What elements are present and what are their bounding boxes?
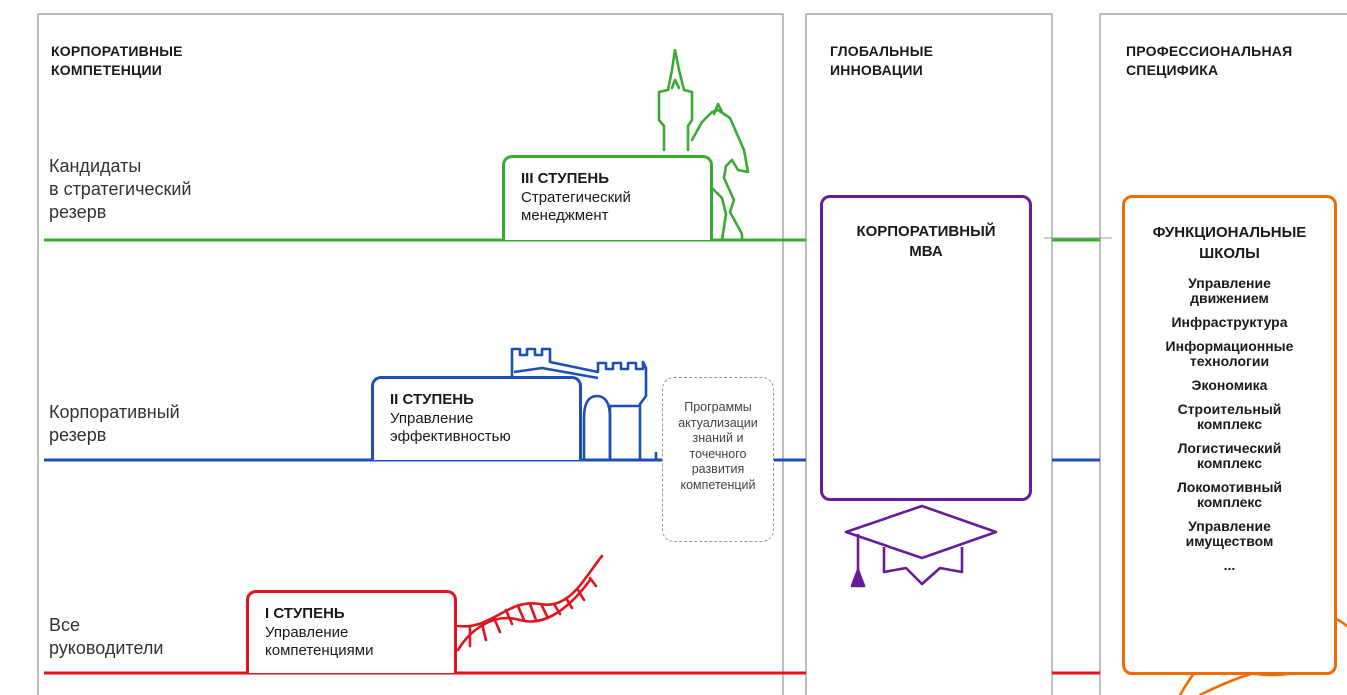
programs-box: Программы актуализации знаний и точечног… — [662, 377, 774, 542]
level-label-strategic: Кандидаты в стратегический резерв — [49, 156, 192, 222]
column-header-corporate: КОРПОРАТИВНЫЕ КОМПЕТЕНЦИИ — [51, 43, 183, 78]
column-frame-corporate — [37, 13, 784, 695]
stage-2-title: II СТУПЕНЬ — [390, 391, 474, 408]
stage-2-subtitle: Управление эффективностью — [390, 410, 511, 445]
stage-3-title: III СТУПЕНЬ — [521, 170, 610, 187]
stage-3-box: III СТУПЕНЬ Стратегический менеджмент — [502, 155, 713, 240]
list-item: Информационные технологии — [1165, 338, 1294, 369]
functional-schools-box: ФУНКЦИОНАЛЬНЫЕ ШКОЛЫ Управление движение… — [1122, 195, 1337, 675]
list-item: Строительный комплекс — [1177, 401, 1282, 432]
level-label-all: Все руководители — [49, 615, 164, 658]
list-item: Логистический комплекс — [1177, 440, 1282, 471]
stage-1-box: I СТУПЕНЬ Управление компетенциями — [246, 590, 457, 673]
list-item: Экономика — [1191, 377, 1268, 393]
stage-1-subtitle: Управление компетенциями — [265, 624, 374, 659]
dna-helix-icon — [456, 554, 604, 652]
list-item: Управление имуществом — [1185, 518, 1274, 549]
castle-fortress-icon — [510, 347, 658, 462]
graduation-cap-icon — [844, 504, 998, 588]
functional-schools-title: ФУНКЦИОНАЛЬНЫЕ ШКОЛЫ — [1152, 224, 1307, 262]
level-label-corporate: Корпоративный резерв — [49, 402, 180, 445]
column-frame-global — [805, 13, 1053, 695]
column-header-global: ГЛОБАЛЬНЫЕ ИННОВАЦИИ — [830, 43, 934, 78]
corporate-mba-box: КОРПОРАТИВНЫЙ МВА — [820, 195, 1032, 501]
list-item: ... — [1223, 557, 1236, 573]
stage-2-box: II СТУПЕНЬ Управление эффективностью — [371, 376, 582, 460]
list-item: Инфраструктура — [1171, 314, 1288, 330]
list-item: Управление движением — [1188, 275, 1271, 306]
column-header-professional: ПРОФЕССИОНАЛЬНАЯ СПЕЦИФИКА — [1126, 43, 1293, 78]
stage-3-subtitle: Стратегический менеджмент — [521, 189, 631, 224]
chess-king-knight-icon — [657, 48, 750, 242]
functional-schools-list: Управление движением Инфраструктура Инфо… — [1125, 276, 1334, 573]
column-frame-professional — [1099, 13, 1347, 695]
list-item: Локомотивный комплекс — [1176, 479, 1283, 510]
stage-1-title: I СТУПЕНЬ — [265, 605, 345, 622]
